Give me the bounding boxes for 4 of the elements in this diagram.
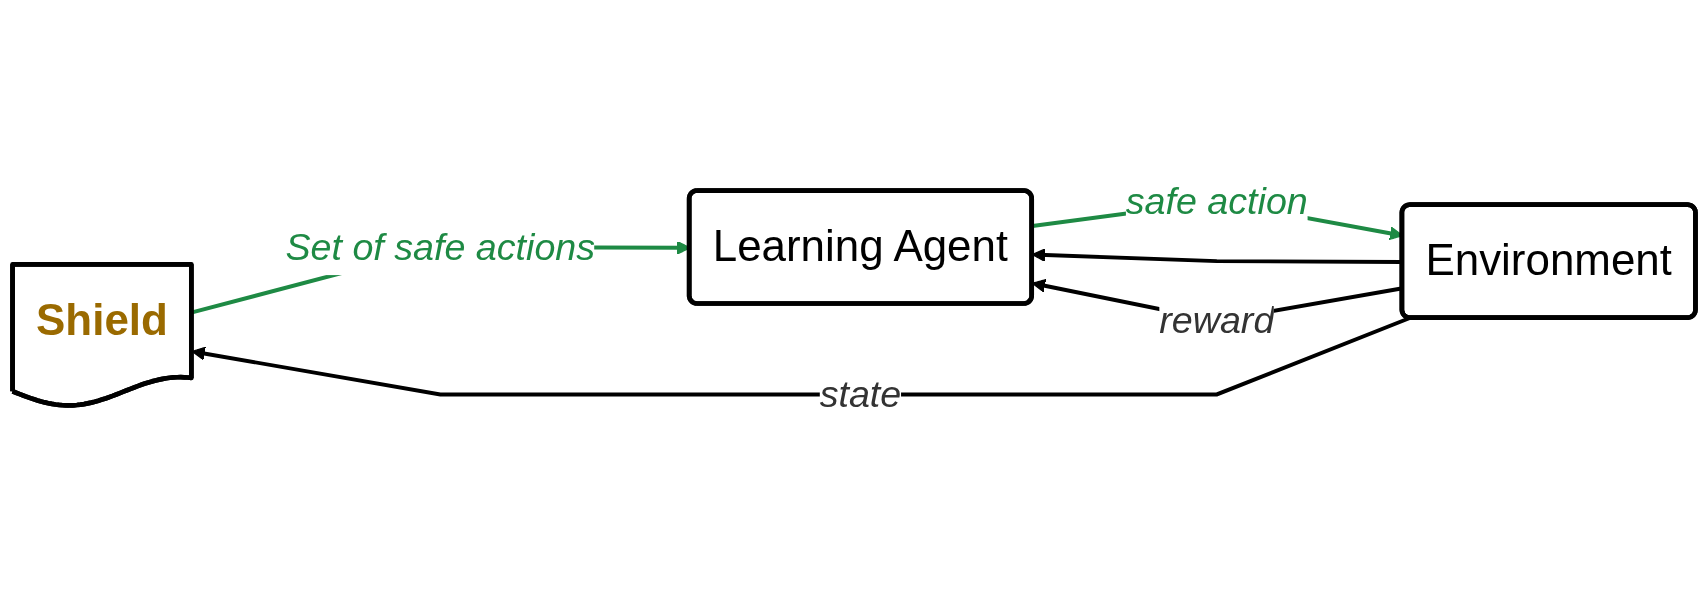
edge-label: state: [819, 372, 902, 415]
edge-label: Set of safe actions: [285, 225, 596, 268]
edge-label: reward: [1159, 298, 1275, 342]
edge-label: safe action: [1125, 179, 1308, 222]
